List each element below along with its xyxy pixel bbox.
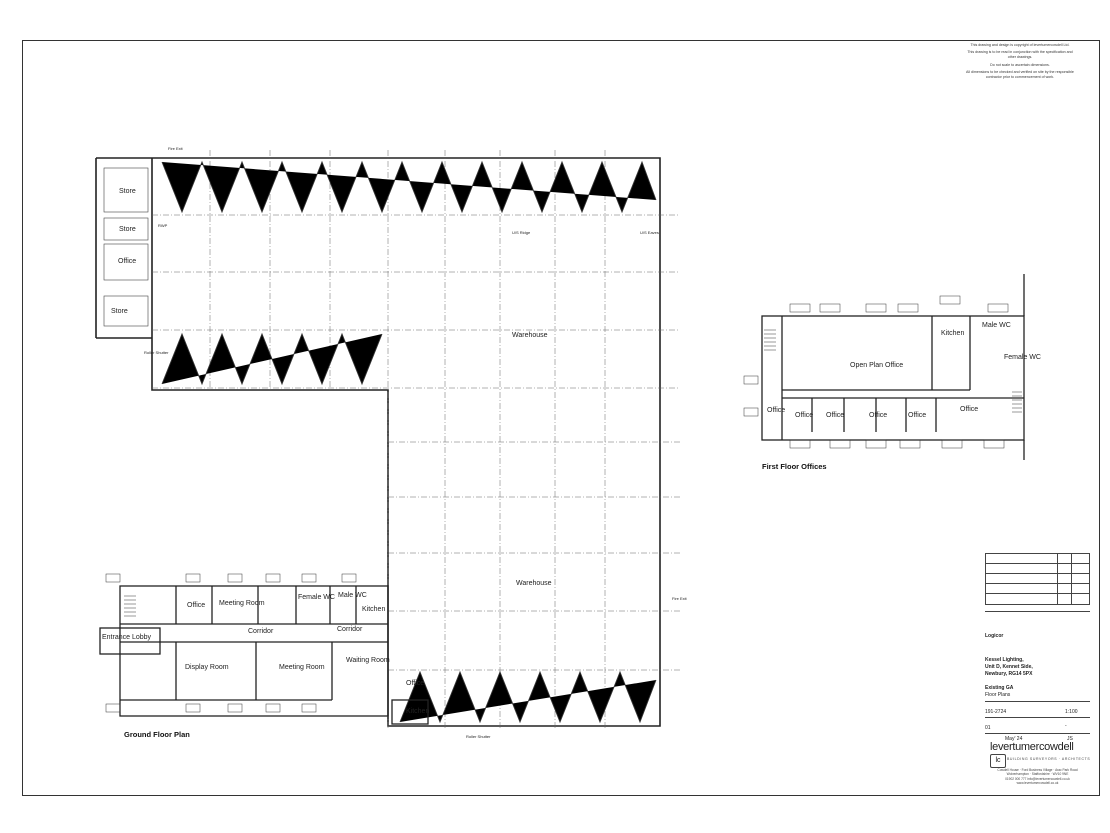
roof-truss-top — [161, 160, 657, 724]
room-waiting-room: Waiting Room — [346, 657, 390, 664]
drawing-subtitle: Floor Plans — [985, 692, 1011, 698]
room-office-left: Office — [118, 258, 137, 265]
room-display-room: Display Room — [185, 664, 229, 671]
marker-eaves: U/S Eaves — [640, 230, 659, 235]
room-office-lower: Office — [406, 680, 425, 687]
company-logo-icon: lc — [990, 754, 1006, 768]
room-open-plan-office: Open Plan Office — [850, 362, 904, 369]
client-name: Logicor — [985, 633, 1004, 639]
company-wordmark: levertumercowdell — [990, 741, 1074, 753]
room-female-wc-ff: Female WC — [1004, 354, 1041, 361]
project-line-1: Kessel Lighting, — [985, 657, 1024, 663]
window-tags — [105, 295, 1009, 713]
room-male-wc-ff: Male WC — [982, 322, 1011, 329]
company-tagline: BUILDING SURVEYORS · ARCHITECTS — [1007, 757, 1091, 761]
address-line-3: 01902 000 777 info@levertumercowdell.co.… — [1005, 776, 1070, 781]
drawing-scale: 1:100 — [1065, 709, 1078, 715]
rev-col-line-1 — [1057, 553, 1058, 605]
note-copyright: This drawing and design is copyright of … — [970, 43, 1070, 47]
address-line-4: www.levertumercowdell.co.uk — [1016, 781, 1059, 786]
company-address: Cowdell House · Ford Business Village · … — [990, 768, 1085, 786]
room-corridor-2: Corridor — [337, 626, 363, 633]
first-floor-office-block — [761, 274, 1025, 460]
room-ff-office-6: Office — [960, 406, 979, 413]
room-ff-office-2: Office — [795, 412, 814, 419]
stairs — [124, 329, 1022, 617]
tb-line-date — [985, 733, 1090, 734]
note-conjunction: This drawing is to be read in conjunctio… — [967, 50, 1073, 60]
tb-line-drawing-no — [985, 701, 1090, 702]
drawing-number: 191-2724 — [985, 709, 1007, 715]
room-ff-office-5: Office — [908, 412, 927, 419]
room-store-1: Store — [119, 188, 136, 195]
room-ff-office-4: Office — [869, 412, 888, 419]
rev-row-line-4 — [985, 593, 1090, 594]
drawing-notes: This drawing and design is copyright of … — [965, 43, 1075, 82]
project-line-2: Unit D, Kennet Side, — [985, 664, 1033, 670]
title-block: Logicor Kessel Lighting, Unit D, Kennet … — [985, 553, 1090, 793]
drawing-revision: 01 — [985, 725, 991, 731]
rev-row-line-1 — [985, 563, 1090, 564]
title-info-frame — [985, 611, 1090, 769]
left-rooms — [103, 167, 149, 327]
ground-floor-plan-title: Ground Floor Plan — [124, 730, 190, 739]
marker-fire-exit-right: Fire Exit — [672, 596, 687, 601]
room-kitchen-lower: Kitchen — [406, 708, 430, 715]
room-male-wc-gf: Male WC — [338, 592, 367, 599]
ground-floor-office-block — [99, 585, 429, 725]
room-gf-office: Office — [187, 602, 206, 609]
marker-roller-shutter-left: Roller Shutter — [144, 350, 169, 355]
drawing-title: Existing GA — [985, 685, 1014, 691]
room-ff-office-1: Office — [767, 407, 786, 414]
note-dimensions: All dimensions to be checked and verifie… — [966, 69, 1074, 80]
room-warehouse-lower: Warehouse — [516, 580, 552, 587]
room-store-2: Store — [119, 226, 136, 233]
room-ff-office-3: Office — [826, 412, 845, 419]
structural-grid — [152, 150, 680, 730]
rev-row-line-2 — [985, 573, 1090, 574]
room-corridor-1: Corridor — [248, 628, 274, 635]
room-kitchen-ff: Kitchen — [941, 330, 965, 337]
tb-line-revision — [985, 717, 1090, 718]
room-warehouse-upper: Warehouse — [512, 332, 548, 339]
marker-roller-shutter-bottom: Roller Shutter — [466, 734, 491, 739]
room-kitchen-gf: Kitchen — [362, 606, 386, 613]
project-line-3: Newbury, RG14 5PX — [985, 671, 1033, 677]
room-meeting-room-1: Meeting Room — [219, 600, 265, 607]
revision-table — [985, 553, 1090, 605]
address-line-1: Cowdell House · Ford Business Village · … — [997, 768, 1078, 772]
drawing-sheet-border — [22, 40, 1100, 796]
marker-ridge: U/S Ridge — [512, 230, 531, 235]
room-store-3: Store — [111, 308, 128, 315]
drawing-date: May' 24 — [1005, 736, 1023, 742]
room-meeting-room-2: Meeting Room — [279, 664, 325, 671]
first-floor-plan-title: First Floor Offices — [762, 462, 827, 471]
room-female-wc-gf: Female WC — [298, 594, 335, 601]
room-entrance-lobby: Entrance Lobby — [102, 634, 152, 641]
note-scale: Do not scale to ascertain dimensions. — [990, 62, 1050, 67]
address-line-2: Wolverhampton · Staffordshire · WV10 9NE — [1006, 772, 1069, 777]
revision-letter: - — [1065, 723, 1067, 729]
marker-fire-exit-top: Fire Exit — [168, 146, 183, 151]
rev-col-line-2 — [1071, 553, 1072, 605]
rev-row-line-3 — [985, 583, 1090, 584]
drawn-by: JS — [1067, 736, 1073, 742]
marker-rwp: RWP — [158, 223, 168, 228]
